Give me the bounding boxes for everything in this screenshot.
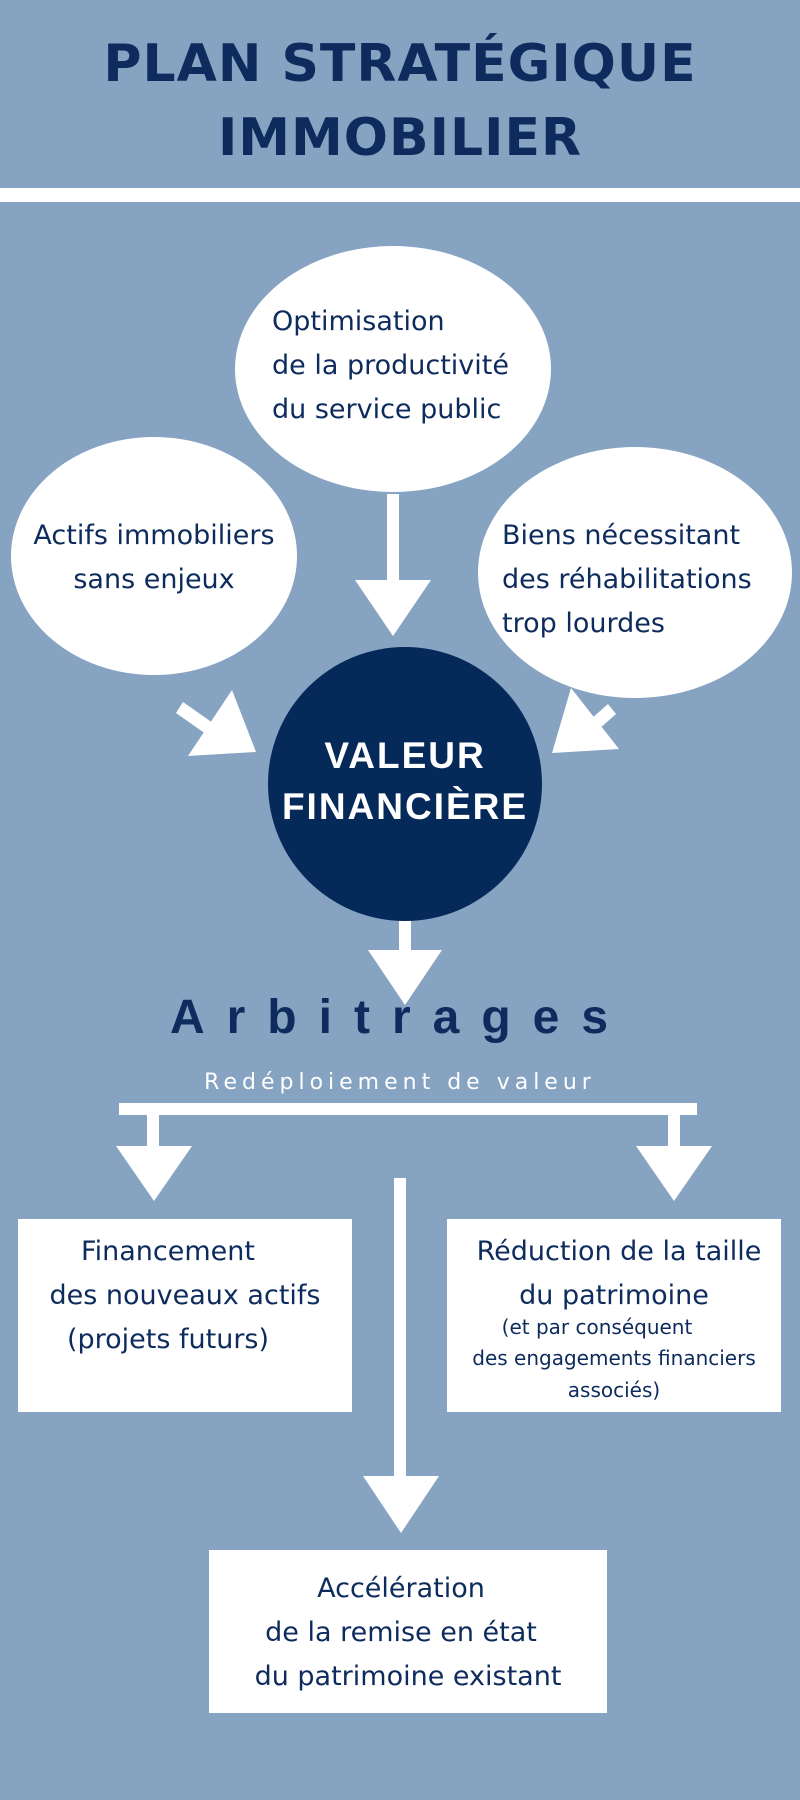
box-reduction	[447, 1219, 781, 1412]
box-financement-line-2: des nouveaux actifs	[49, 1280, 321, 1311]
node-actifs-sans-enjeux	[11, 437, 297, 675]
node-optimisation	[235, 246, 551, 492]
arbitrages-subtitle: Redéploiement de valeur	[204, 1070, 596, 1095]
branch-bar	[119, 1103, 697, 1115]
box-acceleration-line-1: Accélération	[317, 1573, 485, 1604]
node-optimisation-line-3: du service public	[272, 394, 502, 425]
arrow-left-to-center	[176, 690, 256, 756]
box-reduction-line-1: Réduction de la taille	[476, 1236, 762, 1267]
node-optimisation-line-1: Optimisation	[272, 306, 445, 337]
arrow-right-to-center	[552, 688, 619, 753]
node-valeur-financiere	[268, 647, 542, 921]
center-line-1: VALEUR	[324, 735, 486, 776]
node-actifs-line-2: sans enjeux	[73, 564, 235, 595]
arbitrages-heading: Arbitrages	[169, 991, 631, 1044]
box-acceleration-line-2: de la remise en état	[265, 1617, 537, 1648]
box-financement	[18, 1219, 352, 1412]
box-financement-line-1: Financement	[81, 1236, 255, 1267]
box-financement-line-3: (projets futurs)	[66, 1324, 270, 1355]
title-divider	[0, 188, 800, 202]
arrow-to-box-bottom	[363, 1178, 439, 1533]
box-reduction-note-3: associés)	[567, 1378, 661, 1402]
arrow-center-to-arbitrages	[368, 920, 442, 1005]
node-biens-line-2: des réhabilitations	[502, 564, 752, 595]
node-optimisation-line-2: de la productivité	[272, 350, 509, 381]
box-reduction-note-2: des engagements financiers	[472, 1346, 756, 1370]
node-actifs-line-1: Actifs immobiliers	[33, 520, 275, 551]
arrow-to-box-right	[636, 1115, 712, 1201]
center-line-2: FINANCIÈRE	[281, 786, 529, 827]
box-acceleration-line-3: du patrimoine existant	[254, 1661, 562, 1692]
node-biens-line-3: trop lourdes	[502, 608, 665, 639]
page-title-line-2: IMMOBILIER	[217, 108, 583, 168]
box-acceleration	[209, 1550, 607, 1713]
node-biens-rehabilitations	[478, 447, 792, 698]
node-biens-line-1: Biens nécessitant	[502, 520, 741, 551]
box-reduction-note-1: (et par conséquent	[501, 1315, 693, 1339]
page-title-line-1: PLAN STRATÉGIQUE	[103, 34, 697, 94]
box-reduction-line-2: du patrimoine	[519, 1280, 709, 1311]
arrow-top-to-center	[355, 494, 431, 636]
arrow-to-box-left	[116, 1115, 192, 1201]
